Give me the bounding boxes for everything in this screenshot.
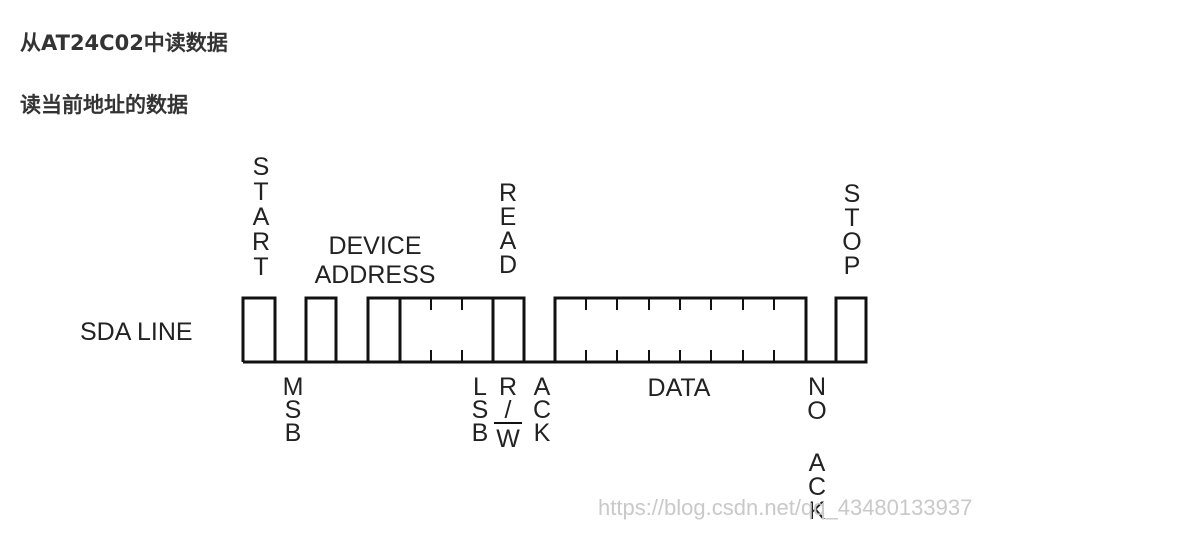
data-bit-ticks — [585, 298, 775, 362]
watermark: https://blog.csdn.net/qq_43480133937 — [598, 495, 972, 520]
device-address-label-line1: DEVICE — [328, 232, 421, 260]
address-bit-ticks — [430, 298, 463, 362]
sda-waveform — [241, 296, 868, 364]
section-title: 从AT24C02中读数据 — [20, 31, 228, 55]
subsection-title: 读当前地址的数据 — [20, 93, 188, 117]
data-label: DATA — [648, 374, 711, 402]
sda-line-label: SDA LINE — [80, 318, 193, 346]
rw-w-label: W — [496, 425, 520, 453]
rw-slash-label: / — [505, 396, 512, 424]
device-address-label-line2: ADDRESS — [315, 261, 436, 289]
rw-r-label: R — [499, 373, 517, 401]
